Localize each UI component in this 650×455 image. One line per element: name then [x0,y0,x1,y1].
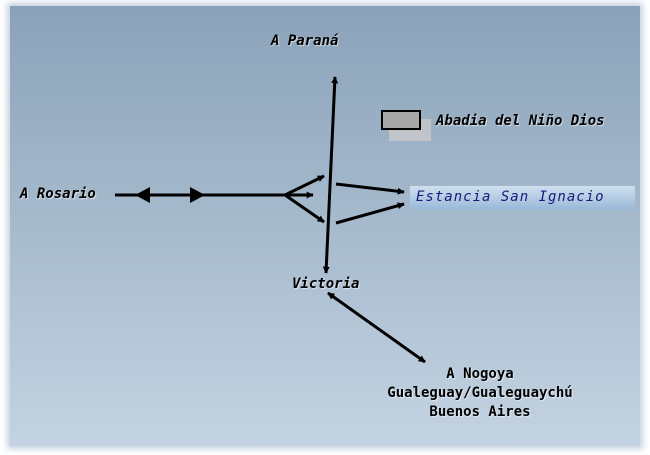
label-victoria: Victoria [292,276,360,292]
road-to-estancia-bottom [335,202,405,225]
road-to-estancia-top [335,182,405,195]
label-estancia: Estancia San Ignacio [416,189,605,205]
road-victoria-nogoya [327,291,426,364]
rosario-arrow-right-icon [190,187,205,203]
road-fork-down [284,193,325,224]
estancia-banner: Estancia San Ignacio [410,186,635,210]
destinations-label: A Nogoya Gualeguay/Gualeguaychú Buenos A… [363,365,597,422]
label-parana: A Paraná [271,33,339,49]
label-rosario: A Rosario [20,186,96,202]
destination-gualeguay: Gualeguay/Gualeguaychú [387,385,573,401]
label-abadia: Abadia del Niño Dios [436,113,605,129]
destination-buenos-aires: Buenos Aires [429,404,531,420]
destination-nogoya: A Nogoya [446,366,514,382]
road-fork-up [284,174,325,197]
abadia-marker-icon [381,110,421,130]
road-parana-victoria [322,76,339,274]
rosario-arrow-left-icon [135,187,150,203]
